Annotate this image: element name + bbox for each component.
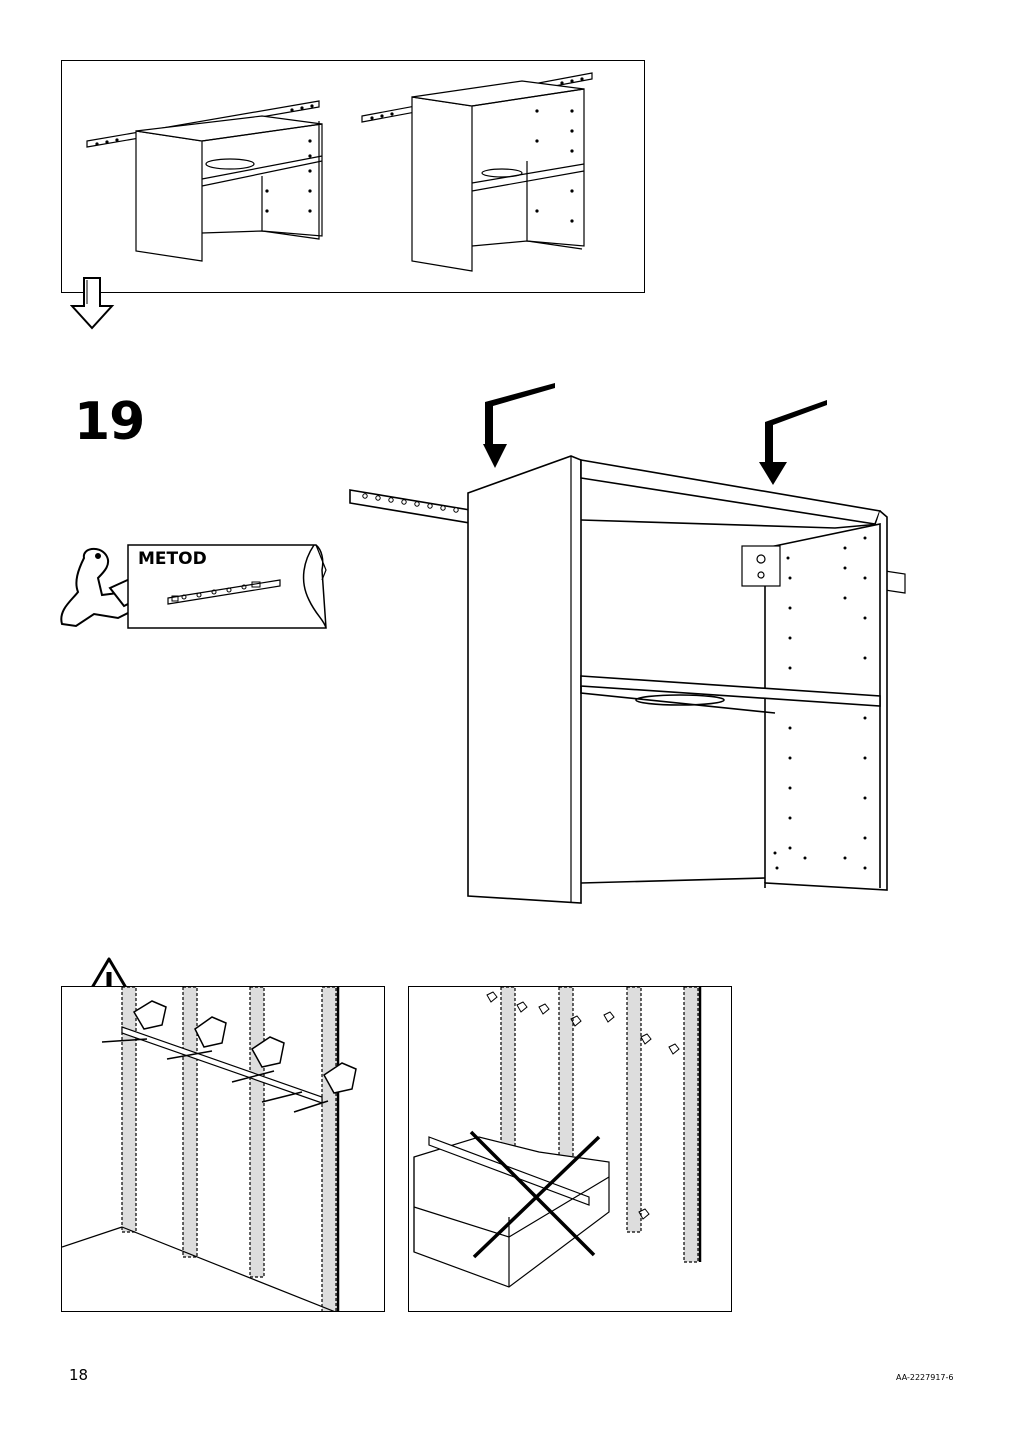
hand-press-icon [132,1000,357,1094]
correct-wall-panel [61,986,385,1312]
down-arrow-icon [483,383,827,485]
metod-label: METOD [138,549,207,569]
down-arrow-icon [70,276,116,330]
cabinet-mounting-illustration [345,378,925,913]
previous-step-illustration [86,72,593,272]
document-code: AA-2227917-6 [896,1373,954,1382]
cross-icon [469,1130,601,1259]
page-number: 18 [69,1366,89,1384]
previous-step-panel [61,60,645,293]
metod-reference-callout: METOD [54,540,334,635]
step-number: 19 [74,392,145,452]
incorrect-wall-panel [408,986,732,1312]
